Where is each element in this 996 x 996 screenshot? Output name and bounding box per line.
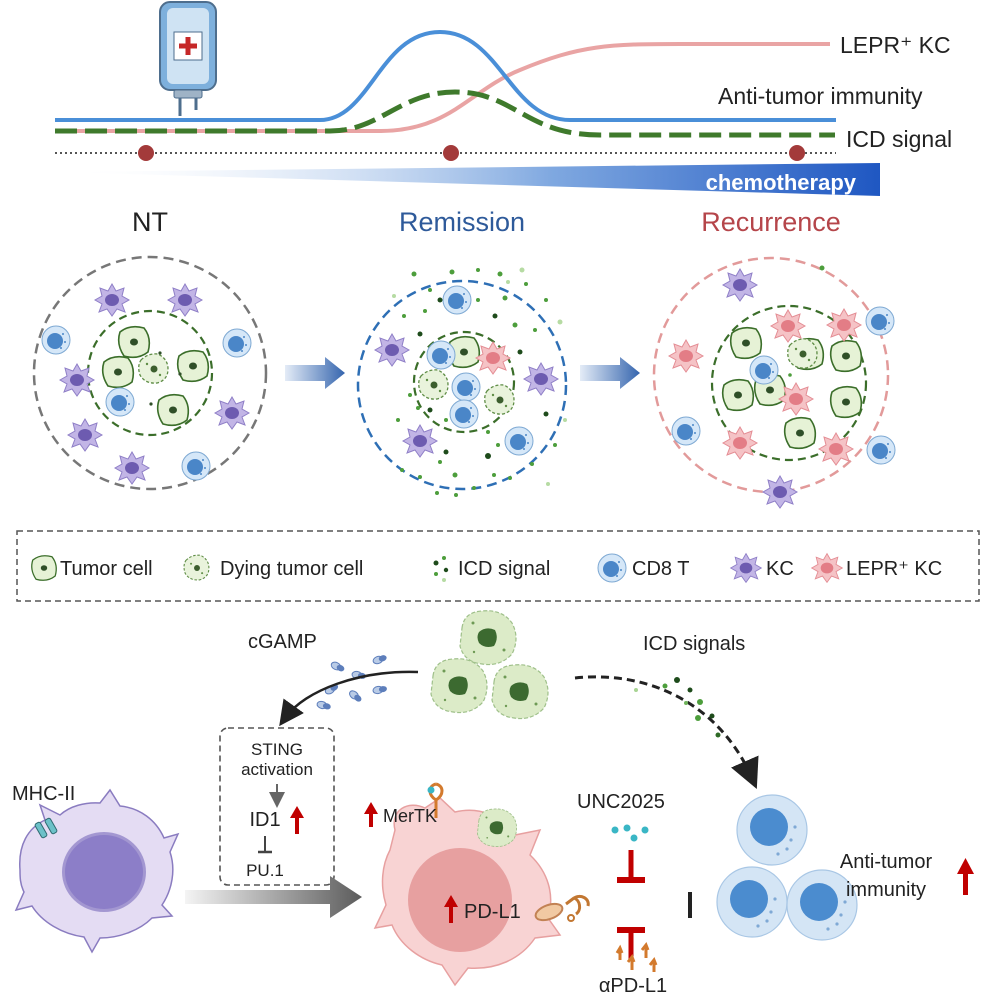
sting-activation-label-line1: STING	[251, 740, 303, 759]
immunity-up-arrow-icon	[957, 858, 974, 895]
svg-text:CD8 T: CD8 T	[632, 558, 689, 580]
kc-to-lepr-kc-arrow	[185, 876, 362, 918]
outcome-label-line1: Anti-tumor	[840, 851, 933, 873]
legend-item-tumor-cell: Tumor cell	[31, 555, 153, 581]
iv-bag-icon	[159, 1, 217, 116]
chemotherapy-wedge	[60, 163, 880, 196]
chemotherapy-label: chemotherapy	[706, 170, 857, 195]
cd8-t-cell-icon	[597, 553, 627, 583]
svg-text:Tumor cell: Tumor cell	[60, 558, 153, 580]
icd-signal-particles	[634, 677, 721, 738]
timepoint-nt-dot	[138, 145, 154, 161]
unc2025-label: UNC2025	[577, 791, 665, 813]
outcome-label-line2: immunity	[846, 879, 926, 901]
svg-text:LEPR⁺ KC: LEPR⁺ KC	[846, 558, 942, 580]
cgamp-molecules-icon	[316, 655, 387, 710]
remission-to-recurrence-arrow	[580, 357, 640, 389]
icd-signals-arrow	[574, 675, 759, 789]
stage-label-remission: Remission	[399, 207, 525, 237]
pd-l1-receptor-icon	[534, 894, 590, 922]
recurrence-microenvironment	[652, 256, 896, 509]
dying-tumor-cells-cluster	[430, 610, 549, 720]
legend-item-cd8-t: CD8 T	[597, 553, 689, 583]
legend-item-kc: KC	[730, 553, 794, 583]
timepoint-recurrence-dot	[789, 145, 805, 161]
timepoint-remission-dot	[443, 145, 459, 161]
dying-tumor-cell-icon	[183, 554, 210, 581]
pu1-label: PU.1	[246, 861, 284, 880]
pd-l1-up-arrow-icon	[444, 895, 458, 923]
lepr-kc-curve	[55, 42, 830, 133]
apd-l1-antibody-icon	[615, 942, 658, 972]
apd-l1-inhibition-icon	[617, 927, 645, 960]
mertk-label: MerTK	[383, 806, 437, 826]
lepr-kc-macrophage: MerTK PD-L1	[364, 782, 590, 987]
apd-l1-label: αPD-L1	[599, 975, 667, 996]
legend-item-lepr-kc: LEPR⁺ KC	[811, 553, 942, 583]
kc-macrophage	[14, 788, 180, 954]
kc-icon	[730, 553, 762, 583]
svg-text:KC: KC	[766, 558, 794, 580]
lepr-kc-icon	[811, 553, 843, 583]
mechanism-panel: cGAMP ICD signals STING	[12, 610, 974, 996]
icd-signal-curve	[55, 89, 835, 138]
unc2025-molecules-icon	[611, 824, 649, 842]
mertk-up-arrow-icon	[364, 802, 378, 827]
nt-to-remission-arrow	[285, 357, 345, 389]
legend-item-icd-signal: ICD signal	[433, 556, 550, 582]
svg-text:ICD signal: ICD signal	[458, 558, 550, 580]
unc2025-inhibition-icon	[617, 850, 645, 883]
id1-label: ID1	[249, 809, 280, 831]
pd-l1-label: PD-L1	[464, 901, 521, 923]
sting-activation-label-line2: activation	[241, 760, 313, 779]
legend: Tumor cell Dying tumor cell ICD signal C…	[16, 530, 980, 602]
icd-signal-curve-label: ICD signal	[846, 126, 952, 152]
sting-pathway-box: STING activation ID1 PU.1	[219, 727, 335, 886]
cd8-t-cell-cluster	[716, 794, 858, 941]
nt-microenvironment	[32, 255, 268, 491]
id1-up-arrow-icon	[290, 806, 304, 834]
stage-label-recurrence: Recurrence	[701, 207, 841, 237]
cgamp-label: cGAMP	[248, 631, 317, 653]
anti-tumor-immunity-curve	[55, 29, 836, 122]
anti-tumor-immunity-curve-label: Anti-tumor immunity	[718, 83, 923, 109]
legend-item-dying-tumor-cell: Dying tumor cell	[183, 554, 363, 581]
cgamp-uptake-arrow	[279, 670, 419, 727]
icd-signals-label: ICD signals	[643, 633, 745, 655]
mhc-ii-label: MHC-II	[12, 783, 75, 805]
tumor-cell-icon	[31, 555, 57, 581]
mertk-receptor-icon	[427, 782, 444, 818]
icd-signal-icon	[433, 556, 449, 582]
timeline: chemotherapy LEPR⁺ KC Anti-tumor immunit…	[55, 1, 952, 196]
lepr-kc-curve-label: LEPR⁺ KC	[840, 32, 951, 58]
mhc-ii-receptor-icon	[34, 817, 58, 839]
remission-microenvironment	[356, 267, 568, 497]
svg-text:Dying tumor cell: Dying tumor cell	[220, 558, 363, 580]
stage-label-nt: NT	[132, 207, 168, 237]
